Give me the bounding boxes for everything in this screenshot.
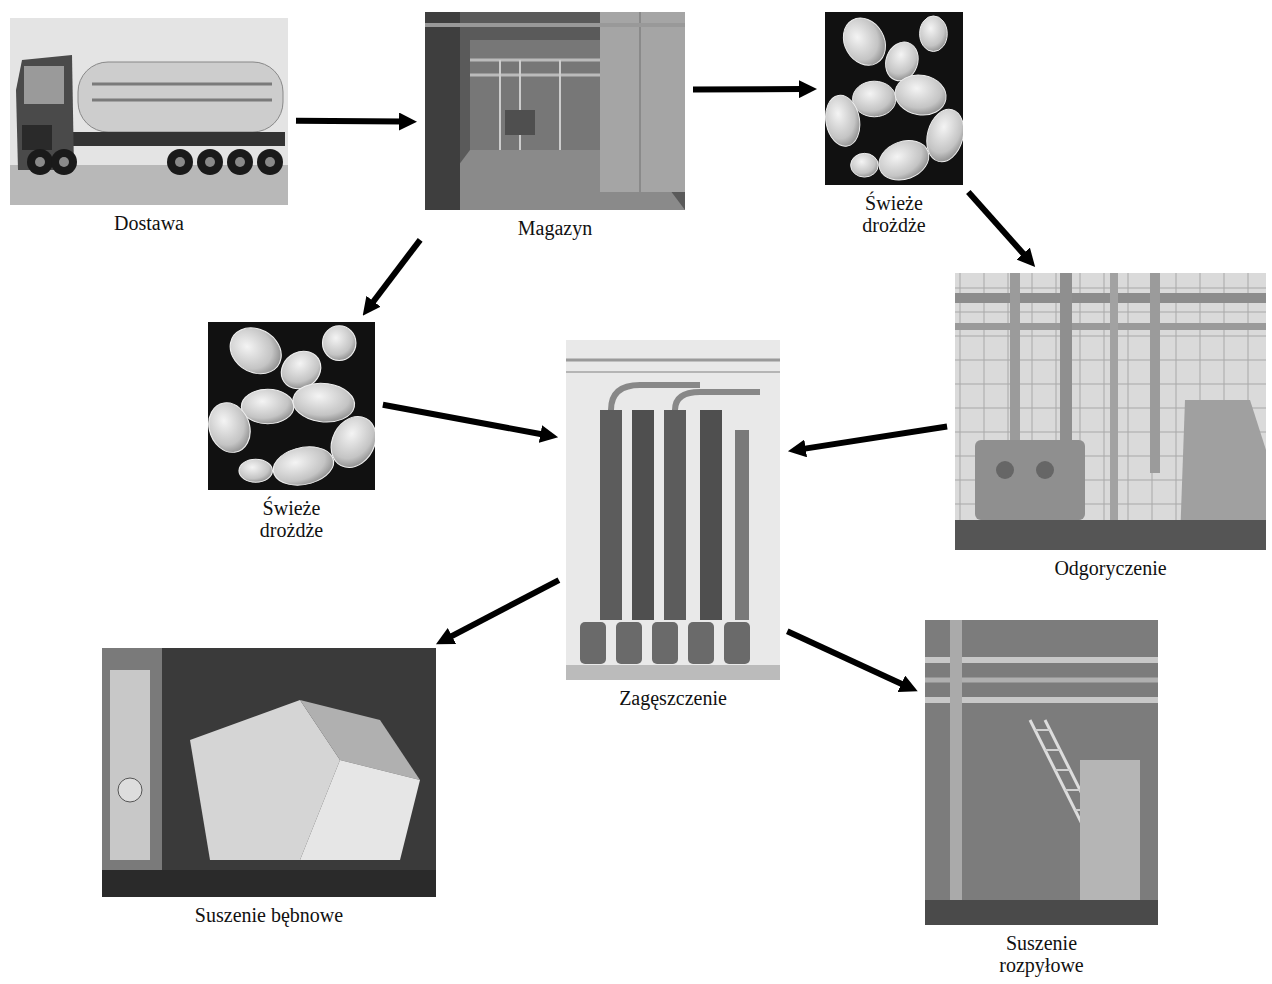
photo-node: Świeże drożdże	[825, 12, 963, 236]
photo-spray-dryer	[925, 620, 1158, 925]
photo-truck	[10, 18, 288, 205]
flow-arrow	[448, 580, 559, 638]
photo-area	[825, 12, 963, 185]
node-caption: Zagęszczenie	[566, 687, 780, 709]
photo-drum-dryer	[102, 648, 436, 897]
photo-area	[425, 12, 685, 210]
node-caption: Suszenie rozpyłowe	[987, 932, 1097, 976]
flow-arrow	[296, 118, 403, 125]
photo-node: Odgoryczenie	[955, 273, 1266, 579]
flow-arrow	[371, 240, 420, 305]
photo-area	[925, 620, 1158, 925]
photo-node: Świeże drożdże	[208, 322, 375, 541]
flow-arrow	[693, 86, 803, 92]
flow-arrow	[802, 426, 947, 449]
photo-debittering	[955, 273, 1266, 550]
node-caption: Świeże drożdże	[849, 192, 939, 236]
photo-node: Suszenie bębnowe	[102, 648, 436, 926]
photo-area	[102, 648, 436, 897]
photo-area	[566, 340, 780, 680]
node-caption: Magazyn	[425, 217, 685, 239]
photo-storage	[425, 12, 685, 210]
photo-node: Magazyn	[425, 12, 685, 239]
photo-area	[208, 322, 375, 490]
photo-node: Dostawa	[10, 18, 288, 234]
flow-arrow	[383, 405, 545, 435]
node-caption: Dostawa	[10, 212, 288, 234]
node-caption: Świeże drożdże	[247, 497, 337, 541]
photo-area	[955, 273, 1266, 550]
photo-yeast	[822, 10, 969, 186]
node-caption: Odgoryczenie	[955, 557, 1266, 579]
photo-node: Suszenie rozpyłowe	[925, 620, 1158, 976]
photo-yeast	[204, 320, 382, 491]
flow-arrow	[787, 631, 905, 685]
node-caption: Suszenie bębnowe	[102, 904, 436, 926]
photo-node: Zagęszczenie	[566, 340, 780, 709]
photo-evaporator	[566, 340, 780, 680]
photo-area	[10, 18, 288, 205]
flow-arrow	[968, 192, 1026, 257]
